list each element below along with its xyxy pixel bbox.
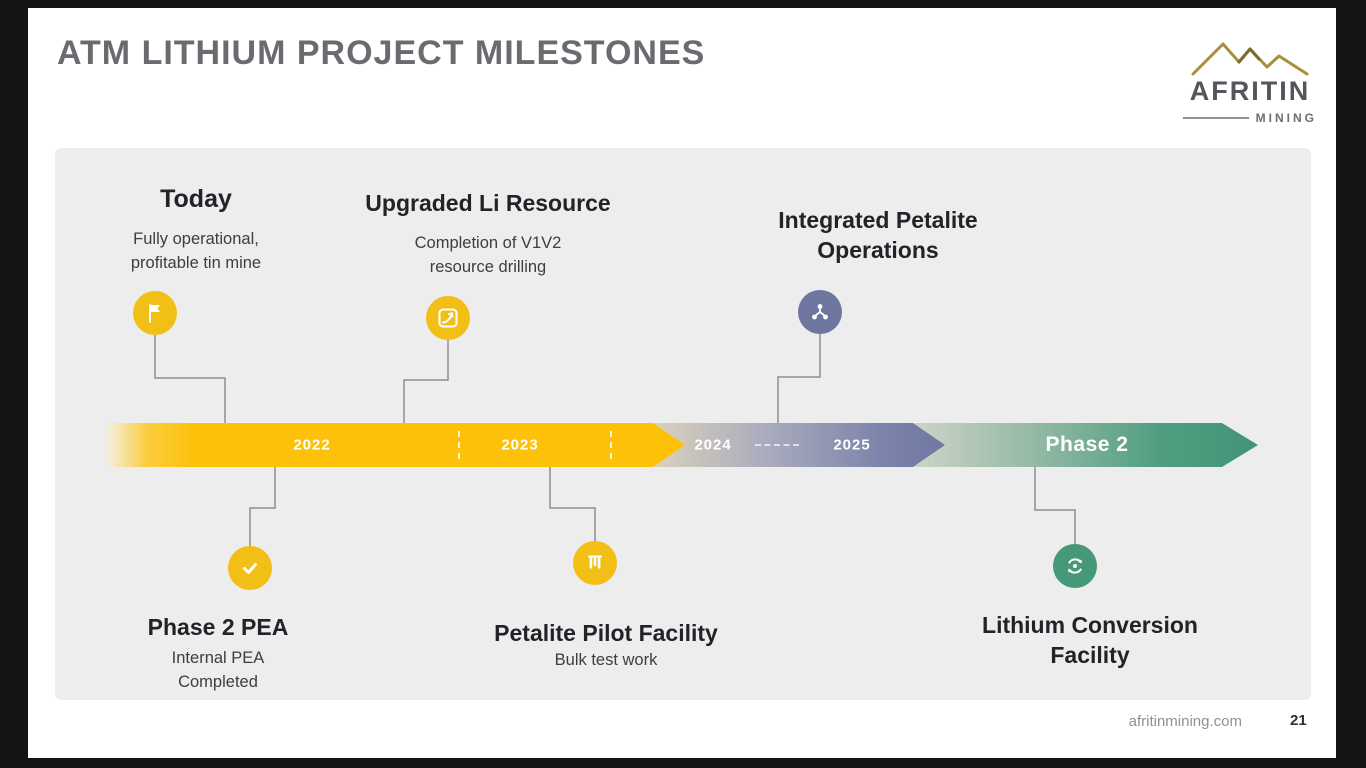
milestone-pilot-badge	[573, 541, 617, 585]
milestone-pea-badge	[228, 546, 272, 590]
logo-tagline-text: MINING	[1255, 111, 1317, 125]
frame-bar-left	[0, 0, 28, 768]
milestone-upgraded-title: Upgraded Li Resource	[365, 190, 611, 216]
flag-icon	[149, 304, 160, 323]
milestone-upgraded-badge	[426, 296, 470, 340]
milestone-upgraded-subtitle: Completion of V1V2 resource drilling	[414, 234, 562, 276]
check-icon	[243, 563, 257, 574]
milestone-pilot-subtitle: Bulk test work	[554, 651, 658, 669]
phase2-label: Phase 2	[1045, 433, 1129, 456]
milestone-today-badge	[133, 291, 177, 335]
year-separator-2	[610, 431, 612, 459]
milestone-integrated-title: Integrated Petalite Operations	[778, 207, 978, 263]
conversion-cycle-icon	[1068, 558, 1082, 574]
year-label-2023: 2023	[501, 436, 539, 454]
milestone-integrated-badge	[798, 290, 842, 334]
mountains-icon	[1191, 42, 1309, 76]
operations-network-icon	[812, 304, 828, 320]
timeline-bar: 2022 2023 2024 2025 Phase 2	[108, 423, 1258, 467]
year-separator-dashed	[755, 444, 799, 446]
milestone-conversion-badge	[1053, 544, 1097, 588]
frame-bar-right	[1336, 0, 1366, 768]
milestone-pilot-title: Petalite Pilot Facility	[494, 620, 718, 646]
company-logo: AFRITIN MINING	[1183, 34, 1317, 125]
footer-website: afritinmining.com	[1128, 713, 1242, 730]
footer-page-number: 21	[1290, 712, 1307, 729]
timeline-segment-phase2	[913, 423, 1258, 467]
chart-growth-icon	[438, 308, 458, 328]
logo-brand-text: AFRITIN	[1189, 76, 1311, 106]
milestone-today-subtitle: Fully operational, profitable tin mine	[130, 230, 262, 272]
milestone-pea-subtitle: Internal PEA Completed	[171, 649, 265, 691]
logo-tagline-row: MINING	[1183, 111, 1317, 125]
year-label-2025: 2025	[833, 436, 871, 454]
year-label-2022: 2022	[293, 436, 331, 454]
year-separator-1	[458, 431, 460, 459]
year-label-2024: 2024	[694, 436, 732, 454]
timeline-segment-2024-2025	[653, 423, 945, 467]
frame-bar-top	[0, 0, 1366, 8]
milestone-today-title: Today	[160, 185, 232, 213]
frame-bar-bottom	[0, 758, 1366, 768]
test-tubes-icon	[588, 555, 602, 569]
logo-divider-line	[1183, 117, 1249, 119]
milestone-conversion-title: Lithium Conversion Facility	[982, 612, 1198, 668]
timeline-segment-2022-2023	[108, 423, 685, 467]
page-title: ATM LITHIUM PROJECT MILESTONES	[57, 34, 706, 72]
milestone-pea-title: Phase 2 PEA	[147, 614, 289, 640]
